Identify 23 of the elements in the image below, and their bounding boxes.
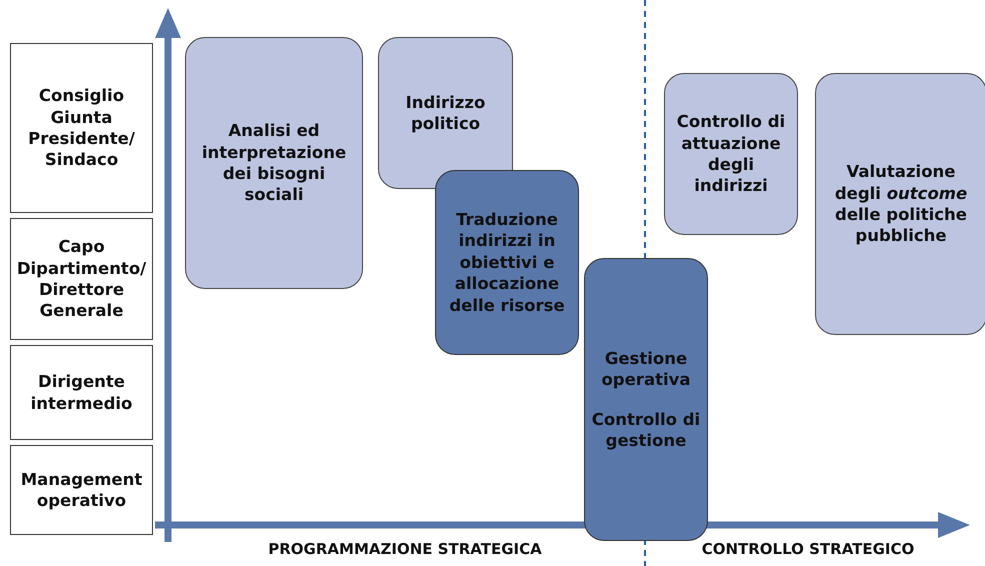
level-box: [10, 218, 153, 340]
activity-box: [185, 37, 363, 289]
level-label: Management operativo: [20, 468, 144, 512]
activity-label: Controllo di gestione: [591, 408, 701, 452]
activity-label: Gestione operativa: [600, 348, 692, 390]
activity-label: Indirizzo politico: [404, 92, 486, 134]
axis-section-label: CONTROLLO STRATEGICO: [702, 540, 914, 558]
level-box: [10, 43, 153, 213]
level-label: Capo Dipartimento/ Direttore Generale: [16, 236, 146, 322]
activity-label: Valutazione degli outcome delle politiche pubbliche: [834, 161, 968, 247]
activity-label: Controllo di attuazione degli indirizzi: [676, 111, 786, 197]
level-label: Consiglio Giunta Presidente/ Sindaco: [27, 85, 136, 171]
activity-label: Analisi ed interpretazione dei bisogni sociali: [200, 120, 348, 206]
activity-box: [584, 258, 708, 541]
level-label: Dirigente intermedio: [30, 371, 134, 414]
activity-box: [815, 73, 985, 335]
activity-box: [378, 37, 513, 189]
activity-box: [664, 73, 798, 235]
activity-label: Traduzione indirizzi in obiettivi e allocazione delle risorse: [448, 208, 566, 316]
axis-section-label: PROGRAMMAZIONE STRATEGICA: [268, 540, 542, 558]
activity-box: [435, 170, 579, 355]
level-box: [10, 345, 153, 440]
level-box: [10, 445, 153, 535]
